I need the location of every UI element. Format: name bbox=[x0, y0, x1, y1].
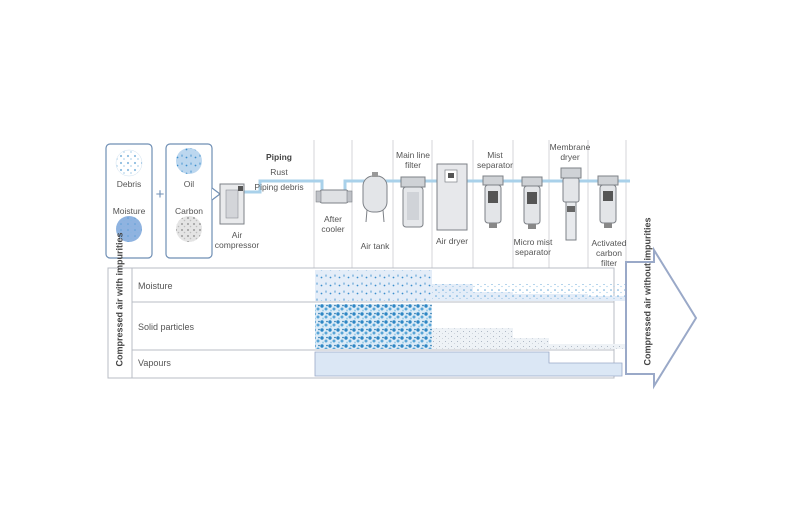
output-label: Compressed air without impurities bbox=[642, 217, 653, 366]
side-label: Compressed air with impurities bbox=[114, 232, 125, 367]
air-tank-icon bbox=[362, 172, 388, 223]
membrane-dryer-icon bbox=[560, 167, 582, 241]
label-moisture: Moisture bbox=[112, 206, 146, 216]
mist-separator-icon bbox=[482, 175, 504, 228]
label-air-dryer: Air dryer bbox=[435, 236, 469, 246]
label-main-line-filter: Main line filter bbox=[395, 150, 431, 170]
micro-mist-separator-icon bbox=[521, 176, 543, 229]
piping-debris: Piping debris bbox=[254, 182, 304, 192]
output-arrow bbox=[625, 246, 698, 390]
label-debris: Debris bbox=[116, 179, 142, 189]
air-dryer-icon bbox=[436, 163, 468, 231]
solid-particles-band bbox=[315, 304, 626, 349]
vapours-band bbox=[314, 351, 623, 377]
plus-sign: + bbox=[155, 186, 165, 203]
label-air-compressor: Air compressor bbox=[214, 230, 260, 250]
row-vapours: Vapours bbox=[138, 358, 171, 368]
label-mist-separator: Mist separator bbox=[477, 150, 513, 170]
piping-rust: Rust bbox=[270, 167, 288, 177]
piping-title: Piping bbox=[266, 152, 292, 162]
label-after-cooler: After cooler bbox=[321, 214, 345, 234]
moisture-band bbox=[315, 270, 626, 301]
main-line-filter-icon bbox=[400, 176, 426, 228]
label-air-tank: Air tank bbox=[360, 241, 390, 251]
row-moisture: Moisture bbox=[138, 281, 173, 291]
row-solid-particles: Solid particles bbox=[138, 322, 195, 332]
label-carbon: Carbon bbox=[175, 206, 203, 216]
label-activated-carbon-filter: Activated carbon filter bbox=[591, 238, 627, 268]
label-membrane-dryer: Membrane dryer bbox=[549, 142, 591, 162]
air-compressor-icon bbox=[219, 183, 245, 225]
label-oil: Oil bbox=[183, 179, 195, 189]
label-micro-mist-separator: Micro mist separator bbox=[513, 237, 553, 257]
activated-carbon-filter-icon bbox=[597, 175, 619, 228]
after-cooler-icon bbox=[315, 189, 353, 204]
